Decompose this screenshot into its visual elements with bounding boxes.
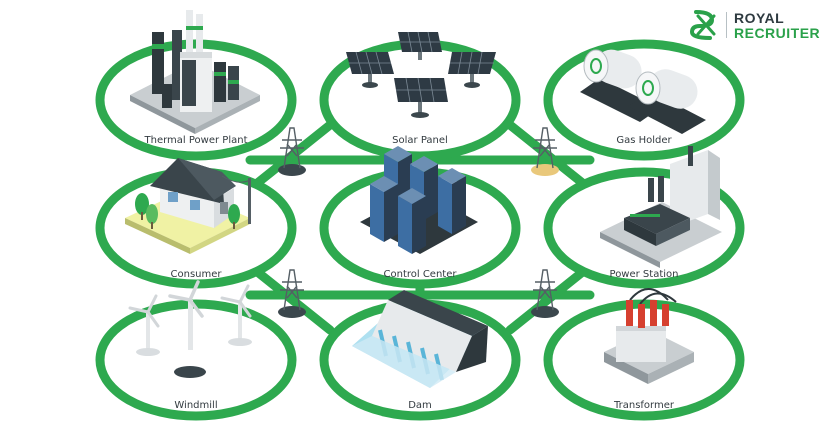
power-station-icon: [600, 146, 722, 268]
label-solar-panel: Solar Panel: [392, 135, 448, 146]
thermal-power-plant-icon: [130, 10, 260, 134]
transformer-icon: [604, 288, 694, 384]
windmill-icon: [128, 280, 252, 378]
label-transformer: Transformer: [613, 400, 674, 411]
label-thermal-power-plant: Thermal Power Plant: [144, 135, 248, 146]
control-center-icon: [360, 146, 478, 254]
logo-text-recruiter: RECRUITER: [734, 25, 821, 41]
label-gas-holder: Gas Holder: [616, 135, 672, 146]
solar-panel-icon: [346, 31, 496, 118]
logo-text-royal: ROYAL: [734, 10, 785, 26]
server-rack-icon: [438, 168, 466, 234]
logo-divider: [726, 12, 727, 38]
label-control-center: Control Center: [383, 269, 457, 280]
consumer-house-icon: [125, 158, 251, 254]
label-windmill: Windmill: [174, 400, 218, 411]
label-power-station: Power Station: [609, 269, 679, 280]
label-consumer: Consumer: [170, 269, 222, 280]
dam-icon: [352, 290, 488, 388]
connector-line: [250, 120, 335, 190]
label-dam: Dam: [408, 400, 432, 411]
brand-logo: ROYAL RECRUITER: [688, 6, 838, 42]
pylon-icon: [531, 127, 559, 176]
connector-line: [250, 265, 335, 335]
pylon-icon: [278, 127, 306, 176]
server-rack-icon: [370, 176, 398, 242]
gas-holder-icon: [580, 49, 706, 134]
pylon-icon: [278, 269, 306, 318]
connector-line: [505, 120, 590, 190]
royal-recruiter-logo-icon: [689, 10, 716, 40]
connector-line: [505, 265, 590, 335]
pylon-icon: [531, 269, 559, 318]
server-rack-icon: [398, 188, 426, 254]
